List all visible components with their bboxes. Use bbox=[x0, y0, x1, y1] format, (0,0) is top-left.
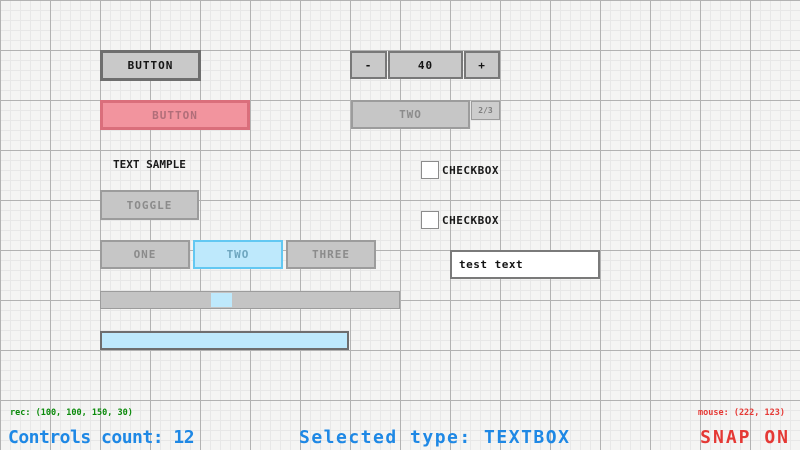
tab-two-active[interactable]: TWO bbox=[193, 240, 283, 269]
dropdown-control[interactable]: TWO bbox=[351, 100, 470, 129]
snap-toggle-indicator[interactable]: SNAP ON bbox=[700, 427, 790, 448]
spinner-minus-button[interactable]: - bbox=[350, 51, 387, 79]
button-control[interactable]: BUTTON bbox=[100, 50, 201, 81]
selected-type-readout: Selected type: TEXTBOX bbox=[299, 427, 571, 448]
checkbox-2-box[interactable] bbox=[421, 211, 439, 229]
button-control-selected[interactable]: BUTTON bbox=[100, 100, 250, 130]
tab-three[interactable]: THREE bbox=[286, 240, 376, 269]
selection-rect-readout: rec: (100, 100, 150, 30) bbox=[10, 408, 133, 418]
slider-handle[interactable] bbox=[211, 293, 232, 307]
toggle-control[interactable]: TOGGLE bbox=[100, 190, 199, 220]
checkbox-1-box[interactable] bbox=[421, 161, 439, 179]
progressbar-control[interactable] bbox=[100, 331, 349, 350]
tab-one[interactable]: ONE bbox=[100, 240, 190, 269]
textbox-control[interactable]: test text bbox=[450, 250, 600, 279]
mouse-position-readout: mouse: (222, 123) bbox=[698, 408, 785, 418]
controls-count-readout: Controls count: 12 bbox=[8, 427, 195, 448]
checkbox-1[interactable]: CHECKBOX bbox=[421, 161, 531, 179]
slider-track[interactable] bbox=[100, 291, 400, 309]
checkbox-1-label: CHECKBOX bbox=[442, 163, 499, 177]
checkbox-2[interactable]: CHECKBOX bbox=[421, 211, 531, 229]
spinner-plus-button[interactable]: + bbox=[464, 51, 500, 79]
checkbox-2-label: CHECKBOX bbox=[442, 213, 499, 227]
text-sample-label: TEXT SAMPLE bbox=[113, 158, 186, 171]
spinner-value[interactable]: 40 bbox=[388, 51, 463, 79]
dropdown-pager[interactable]: 2/3 bbox=[471, 101, 500, 120]
